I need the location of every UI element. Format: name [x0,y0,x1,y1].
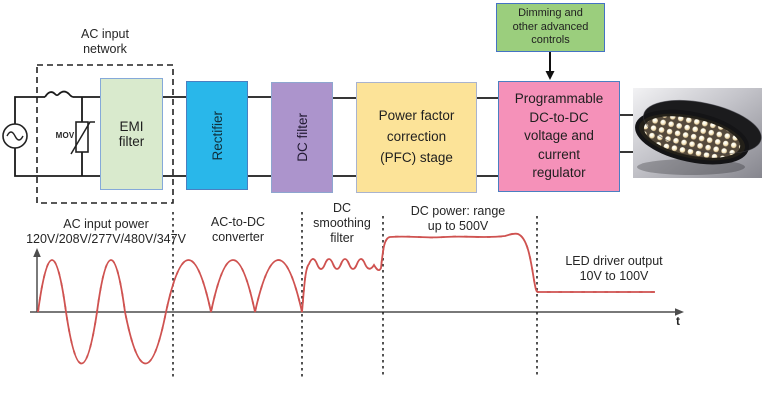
ac-input-network-dashed-box [36,64,174,204]
emi-filter-block: EMI filter [100,78,163,190]
dc-power-range-label: DC power: range up to 500V [410,204,506,233]
rectifier-block: Rectifier [186,81,248,190]
waveform-axes [30,248,684,316]
dc-smoothing-filter-label: DC smoothing filter [313,201,371,245]
power-waveform [37,232,656,365]
rectifier-label: Rectifier [209,110,225,161]
dimming-controls-block: Dimming and other advanced controls [496,3,605,52]
dc-dc-regulator-block: Programmable DC-to-DC voltage and curren… [498,81,620,192]
mov-label: MOV [55,131,75,140]
ac-source-symbol [2,123,28,149]
dc-filter-block: DC filter [271,82,333,193]
pfc-stage-block: Power factor correction (PFC) stage [356,82,477,193]
led-driver-output-label: LED driver output 10V to 100V [565,254,663,283]
ac-input-power-label: AC input power 120V/208V/277V/480V/347V [26,217,186,246]
time-axis-label: t [676,314,680,328]
dc-filter-label: DC filter [294,113,310,162]
mov-varistor-symbol [70,121,95,155]
led-luminaire-image [633,88,762,178]
ac-input-network-label: AC input network [81,27,129,56]
segment-separators [172,212,538,378]
fuse-symbol [44,90,74,98]
schematic-wires [14,90,640,177]
control-arrow [545,52,555,80]
ac-to-dc-converter-label: AC-to-DC converter [210,215,266,244]
